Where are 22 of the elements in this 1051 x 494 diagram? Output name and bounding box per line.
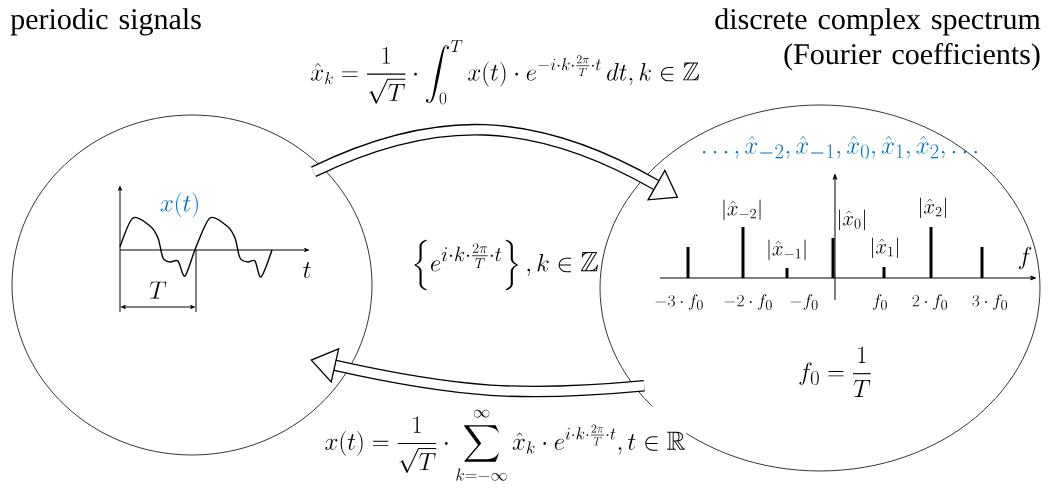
tick-label: $3\cdot f_0$ [972, 294, 1008, 310]
tick-label: $2\cdot f_0$ [912, 294, 948, 310]
hollow-arrow [311, 124, 679, 201]
magnitude-label: $|\hat{x}_{2}|$ [920, 197, 946, 219]
formula: $f_0 = \frac{1}{T}$ [799, 346, 871, 397]
magnitude-label: $|\hat{x}_{0}|$ [839, 209, 865, 231]
tick-label: $-f_0$ [790, 294, 818, 310]
edge-label: $\hat{x}_k = \frac{1}{\sqrt{T}} \cdot \int_0^T x(t)\cdot e^{-i\cdot k\cdot\frac{2\pi}{T}\cdot t}\,dt, k\in\mathbb{Z}$ [309, 39, 701, 105]
axis-label: $x(t)$ [160, 192, 198, 218]
magnitude-label: $|\hat{x}_{-1}|$ [768, 239, 806, 261]
node-label: discrete complex spectrum (Fourier coefficients) [715, 8, 1041, 71]
node-label: periodic signals [10, 8, 201, 36]
edge-label: $x(t) = \frac{1}{\sqrt{T}} \cdot \sum_{k=-\infty}^{\infty} \hat{x}_k\cdot e^{i\cdot k\cdot\frac{2\pi}{T}\cdot t}, t\in\mathbb{R}$ [323, 406, 687, 486]
magnitude-label: $|\hat{x}_{1}|$ [872, 237, 898, 259]
coefficient-list: $\ldots,\hat{x}_{-2},\hat{x}_{-1},\hat{x}_{0},\hat{x}_{1},\hat{x}_{2},\ldots$ [703, 136, 977, 159]
tick-label: $-3\cdot f_0$ [655, 294, 703, 310]
magnitude-label: $|\hat{x}_{-2}|$ [723, 199, 761, 221]
axis-label: $f$ [1018, 246, 1032, 270]
tick-label: $-2\cdot f_0$ [724, 294, 772, 310]
tick-label: $f_0$ [872, 294, 887, 310]
axis-label: $t$ [303, 262, 311, 278]
dimension-label: $T$ [149, 281, 167, 299]
